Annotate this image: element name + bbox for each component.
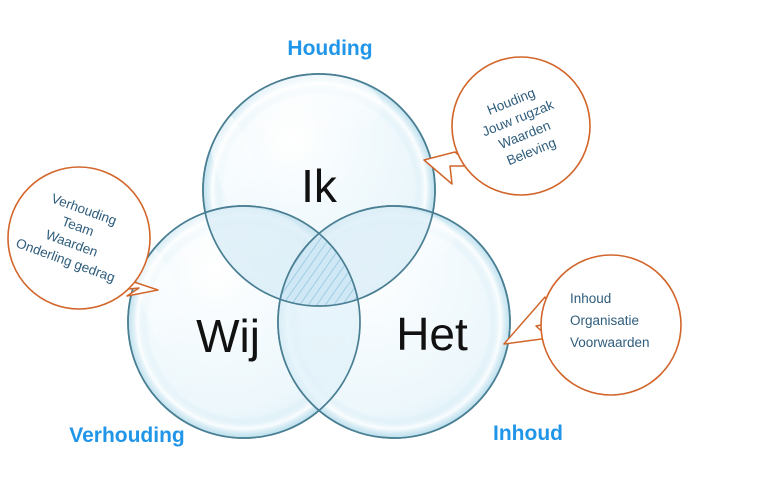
callout-inhoud-bubble [540, 254, 682, 396]
callout-houding-bubble [451, 56, 591, 196]
venn-circle-wij-outline [127, 205, 361, 439]
venn-circle-het-title: Het [396, 308, 468, 360]
venn-circle-ik-outline [202, 73, 436, 307]
venn-circle-wij-title: Wij [196, 310, 260, 362]
callout-verhouding[interactable]: Verhouding Team Waarden Onderling gedrag [7, 166, 159, 310]
callout-inhoud-line-0: Inhoud [570, 291, 611, 306]
callout-inhoud-line-2: Voorwaarden [570, 335, 650, 350]
label-houding: Houding [287, 37, 372, 60]
venn-circle-ik-title: Ik [301, 160, 338, 212]
callout-houding[interactable]: Houding Jouw rugzak Waarden Beleving [423, 56, 591, 196]
label-inhoud: Inhoud [493, 422, 563, 445]
label-verhouding: Verhouding [69, 424, 185, 447]
venn-circle-het-outline [277, 205, 511, 439]
callout-inhoud-textgroup: Inhoud Organisatie Voorwaarden [570, 291, 650, 350]
callout-inhoud-line-1: Organisatie [570, 313, 639, 328]
callout-inhoud[interactable]: Inhoud Organisatie Voorwaarden [503, 254, 682, 396]
callout-verhouding-bubble [7, 166, 151, 310]
